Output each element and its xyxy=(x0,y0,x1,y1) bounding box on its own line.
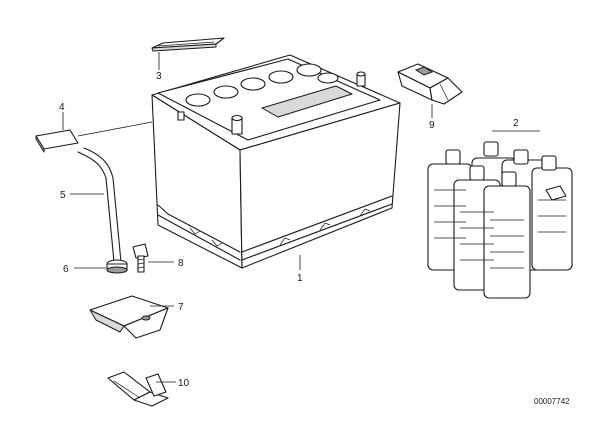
terminal-cover xyxy=(397,63,463,105)
callout-7: 7 xyxy=(178,302,184,313)
callout-numbers: 1 2 3 4 5 6 7 8 9 10 xyxy=(59,71,519,389)
vent-hose xyxy=(77,147,122,263)
callout-6: 6 xyxy=(63,264,69,275)
battery-cover-strip xyxy=(151,37,225,52)
hold-down-bracket xyxy=(89,295,169,339)
grommet xyxy=(106,259,128,274)
callout-1: 1 xyxy=(297,273,303,284)
battery xyxy=(151,54,401,269)
callout-3: 3 xyxy=(156,71,162,82)
callout-2: 2 xyxy=(513,118,519,129)
vent-adapter xyxy=(35,121,153,153)
callout-5: 5 xyxy=(60,190,66,201)
callout-9: 9 xyxy=(429,120,435,131)
bolt xyxy=(132,243,149,273)
leader-lines xyxy=(62,52,540,383)
water-bottles xyxy=(427,141,573,299)
callout-10: 10 xyxy=(178,378,190,389)
diagram-reference-number: 00007742 xyxy=(534,397,570,406)
callout-8: 8 xyxy=(178,258,184,269)
clamp xyxy=(107,371,169,407)
callout-4: 4 xyxy=(59,102,65,113)
